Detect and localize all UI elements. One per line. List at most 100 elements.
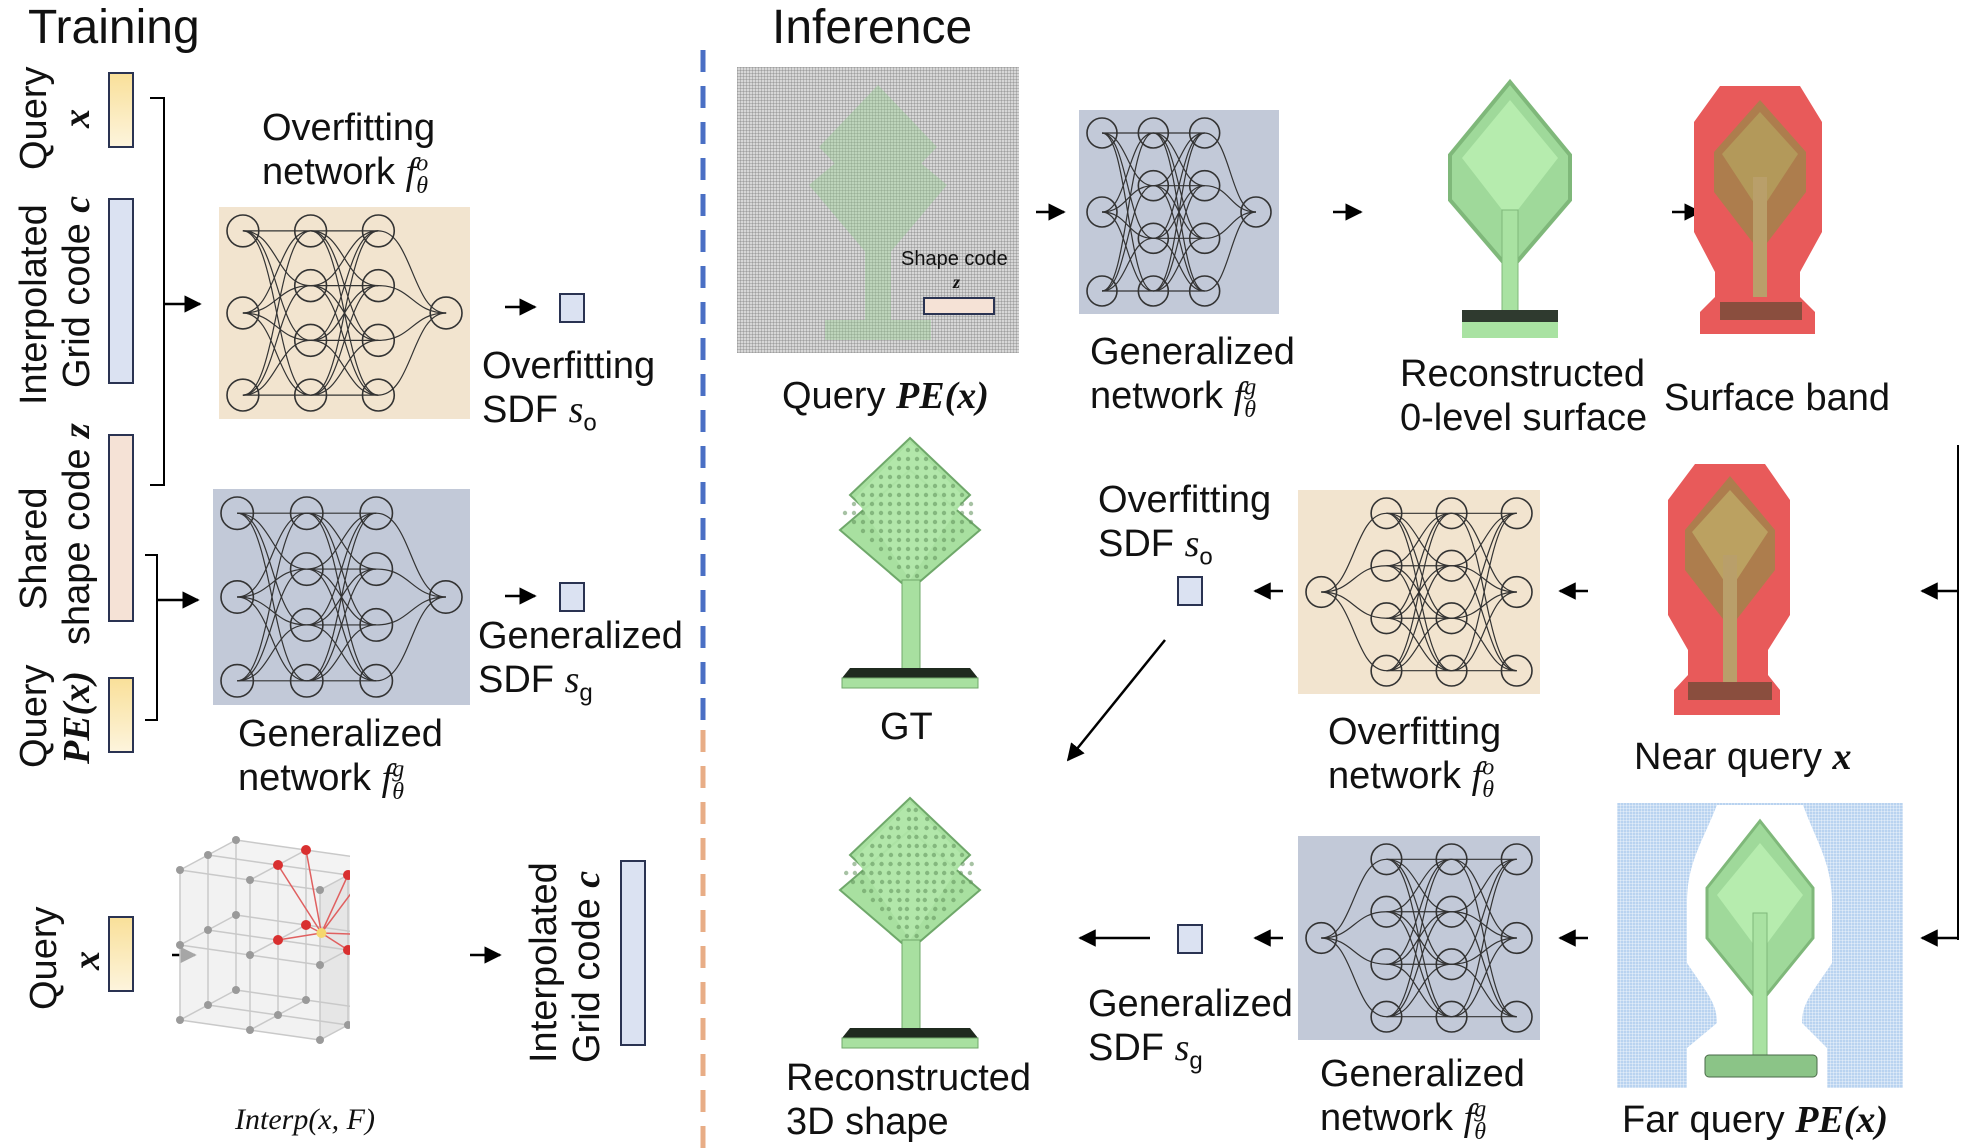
network-node [361, 323, 396, 358]
lattice-hole [887, 843, 892, 849]
lattice-hole [878, 510, 884, 516]
lattice-hole [923, 501, 929, 507]
network-edge [1386, 565, 1452, 672]
lattice-hole [905, 546, 911, 552]
network-edge [1153, 237, 1205, 292]
lattice-hole [914, 843, 919, 849]
lattice-hole [968, 510, 974, 516]
lattice-hole [950, 492, 956, 498]
training-bracket-top [150, 97, 202, 486]
lattice-hole [914, 546, 920, 552]
network-edge [1451, 858, 1517, 1018]
network-edge [237, 568, 307, 682]
lattice-hole [923, 465, 929, 471]
lattice-hole [932, 465, 938, 471]
lattice-hole [933, 906, 938, 912]
lattice-hole [914, 933, 919, 939]
lattice-hole [896, 870, 901, 876]
network-node [1435, 948, 1468, 981]
network-edge [376, 596, 446, 682]
reconstructed-shape-label: Reconstructed 3D shape [786, 1057, 1032, 1143]
interp-output-label-2: Grid code c [566, 870, 608, 1063]
lattice-hole [914, 483, 920, 489]
lattice-hole [905, 510, 911, 516]
lattice-hole [924, 816, 930, 822]
network-edge [237, 568, 307, 598]
lattice-hole [869, 852, 874, 858]
network-node [289, 496, 324, 531]
lattice-hole [878, 501, 884, 507]
lattice-hole [887, 501, 893, 507]
lattice-hole [905, 492, 911, 498]
network-edge [1153, 132, 1205, 239]
network-edge [1101, 185, 1154, 292]
grid-vertex [176, 866, 184, 874]
lattice-hole [878, 888, 883, 894]
network-edge [1386, 858, 1452, 913]
lattice-hole [860, 510, 866, 516]
lattice-hole [870, 843, 875, 849]
lattice-hole [924, 825, 929, 831]
lattice-hole [951, 879, 956, 885]
lattice-hole [915, 852, 920, 858]
interp-query-label: Query [23, 906, 65, 1010]
network-edge [1451, 858, 1517, 913]
lattice-hole [941, 483, 947, 489]
network-edge [237, 512, 307, 682]
interp-query-var: x [66, 951, 108, 970]
lattice-hole [896, 888, 901, 894]
lattice-hole [904, 915, 910, 921]
lattice-hole [878, 519, 884, 525]
network-node [359, 607, 394, 642]
lattice-hole [905, 483, 911, 489]
inference-shape-code-label: Shape code [901, 248, 1008, 270]
lattice-hole [878, 546, 884, 552]
grid-vertex [232, 986, 240, 994]
lattice-hole [924, 870, 930, 876]
lattice-hole [914, 573, 920, 579]
label-query-x: Query [13, 66, 55, 170]
lattice-hole [932, 546, 938, 552]
interp-query-bar [108, 916, 134, 992]
stem [901, 939, 921, 1031]
grid-vertex [316, 1036, 324, 1044]
network-node [1370, 549, 1403, 582]
lattice-hole [905, 879, 911, 885]
lattice-hole [959, 519, 965, 525]
training-overfitting-sdf-box [559, 293, 585, 323]
network-node [1137, 169, 1170, 202]
grid-vertex [316, 961, 324, 969]
network-edge [1321, 937, 1387, 1018]
label-grid-code-1: Interpolated [13, 204, 55, 405]
grid-vertex [176, 941, 184, 949]
lattice-hole [914, 474, 920, 480]
network-edge [1451, 937, 1517, 965]
network-node [1435, 895, 1468, 928]
lattice-hole [897, 897, 902, 903]
lattice-hole [887, 510, 893, 516]
grid-vertex [316, 886, 324, 894]
query-point [316, 928, 327, 938]
training-overfitting-network [219, 207, 470, 419]
lattice-hole [951, 843, 956, 849]
network-node [289, 552, 324, 587]
lattice-hole [933, 870, 939, 876]
lattice-hole [941, 528, 947, 534]
network-node [359, 496, 394, 531]
network-edge [1386, 963, 1452, 1018]
lattice-hole [887, 528, 893, 534]
lattice-hole [933, 834, 939, 840]
network-node [220, 580, 255, 615]
near-query-label: Near query x [1634, 736, 1852, 778]
grid-code-bar [108, 198, 134, 384]
inference-overfitting-sdf-box [1177, 576, 1203, 606]
lattice-hole [869, 528, 875, 534]
network-node [1435, 654, 1468, 687]
lattice-hole [887, 879, 892, 885]
lattice-hole [913, 807, 919, 813]
lattice-hole [878, 483, 884, 489]
lattice-hole [870, 879, 875, 885]
network-edge [1101, 132, 1154, 239]
network-edge [378, 312, 447, 396]
lattice-hole [923, 519, 929, 525]
